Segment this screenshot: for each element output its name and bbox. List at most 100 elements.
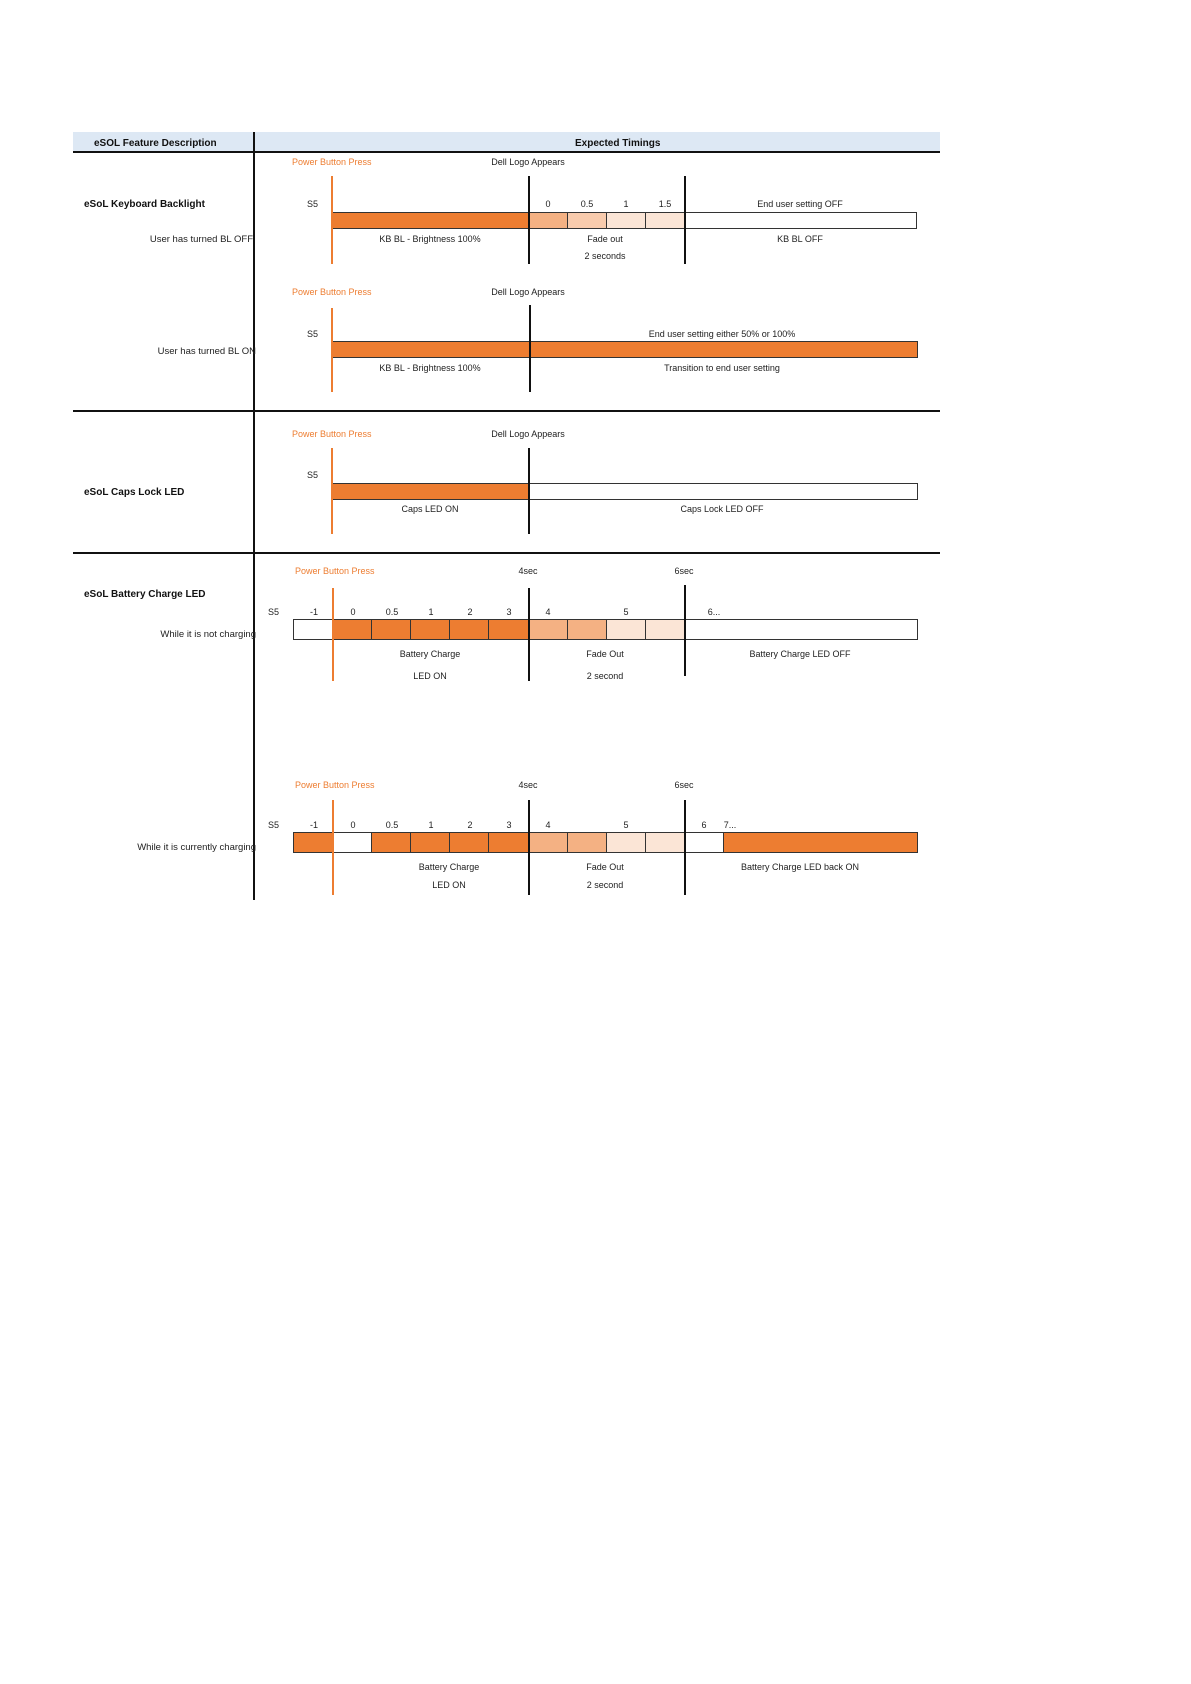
tick-label: 5 bbox=[623, 607, 629, 617]
dell-logo-label: Dell Logo Appears bbox=[491, 429, 565, 439]
start-state-label: S5 bbox=[307, 329, 319, 339]
feature-title: eSoL Keyboard Backlight bbox=[84, 199, 205, 210]
phase-label: LED ON bbox=[432, 880, 466, 890]
tick-label: 0.5 bbox=[385, 607, 399, 617]
timeline-bar-on bbox=[332, 212, 529, 229]
phase-label: KB BL - Brightness 100% bbox=[379, 234, 481, 244]
start-state-label: S5 bbox=[307, 199, 319, 209]
timeline-cell bbox=[449, 832, 489, 853]
tick-label: 3 bbox=[506, 820, 512, 830]
timeline-cell bbox=[332, 619, 372, 640]
phase-label: Battery Charge bbox=[399, 649, 461, 659]
section-divider bbox=[73, 410, 940, 412]
power-button-press-label: Power Button Press bbox=[292, 157, 372, 167]
logo-marker bbox=[529, 305, 531, 392]
timeline-cell bbox=[567, 832, 607, 853]
tick-label: 1.5 bbox=[658, 199, 672, 209]
tick-label: 6... bbox=[707, 607, 721, 617]
phase-label: Caps LED ON bbox=[401, 504, 459, 514]
phase-label: 2 second bbox=[586, 880, 624, 890]
power-press-marker bbox=[331, 308, 333, 392]
section-divider bbox=[73, 552, 940, 554]
case-label: While it is not charging bbox=[160, 629, 256, 640]
timeline-cell bbox=[528, 619, 568, 640]
timeline-cell bbox=[606, 619, 646, 640]
column-header-feature: eSOL Feature Description bbox=[94, 138, 217, 149]
timeline-cell bbox=[293, 832, 333, 853]
timeline-bar-fade bbox=[528, 212, 568, 229]
timeline-bar-off bbox=[528, 483, 918, 500]
tick-label: 4 bbox=[545, 607, 551, 617]
timeline-bar-fade bbox=[645, 212, 685, 229]
timeline-cell bbox=[488, 832, 529, 853]
tick-label: 0.5 bbox=[580, 199, 594, 209]
table-header bbox=[73, 132, 940, 152]
logo-marker bbox=[528, 176, 530, 264]
case-label: User has turned BL ON bbox=[157, 346, 256, 357]
feature-title: eSoL Caps Lock LED bbox=[84, 487, 185, 498]
timeline-cell bbox=[645, 832, 685, 853]
tick-label: 0.5 bbox=[385, 820, 399, 830]
time-marker-label: 4sec bbox=[518, 780, 538, 790]
timeline-cell bbox=[723, 832, 918, 853]
phase-label: 2 second bbox=[586, 671, 624, 681]
phase-label: LED ON bbox=[413, 671, 447, 681]
timeline-cell bbox=[567, 619, 607, 640]
time-marker-line bbox=[684, 800, 686, 895]
power-button-press-label: Power Button Press bbox=[295, 566, 375, 576]
column-header-timings: Expected Timings bbox=[575, 138, 661, 149]
phase-label: Fade Out bbox=[586, 649, 624, 659]
time-marker-line bbox=[528, 588, 530, 681]
tick-label: 7... bbox=[723, 820, 737, 830]
power-press-marker bbox=[331, 448, 333, 534]
phase-label: 2 seconds bbox=[584, 251, 626, 261]
tick-label: 0 bbox=[350, 820, 356, 830]
tick-label: 4 bbox=[545, 820, 551, 830]
timeline-bar-fade bbox=[606, 212, 646, 229]
column-divider bbox=[253, 132, 255, 900]
timeline-cell bbox=[332, 832, 372, 853]
timeline-cell bbox=[645, 619, 685, 640]
phase-label: Caps Lock LED OFF bbox=[680, 504, 764, 514]
fade-end-marker bbox=[684, 176, 686, 264]
time-marker-line bbox=[528, 800, 530, 895]
timeline-cell bbox=[293, 619, 333, 640]
dell-logo-label: Dell Logo Appears bbox=[491, 157, 565, 167]
start-state-label: S5 bbox=[307, 470, 319, 480]
phase-label: Battery Charge LED back ON bbox=[740, 862, 860, 872]
time-marker-label: 4sec bbox=[518, 566, 538, 576]
phase-label: KB BL - Brightness 100% bbox=[379, 363, 481, 373]
timeline-cell bbox=[684, 832, 724, 853]
end-setting-label: End user setting either 50% or 100% bbox=[648, 329, 796, 339]
timeline-cell bbox=[410, 619, 450, 640]
tick-label: 6 bbox=[701, 820, 707, 830]
header-divider bbox=[73, 151, 940, 153]
power-button-press-label: Power Button Press bbox=[295, 780, 375, 790]
tick-label: 3 bbox=[506, 607, 512, 617]
timeline-cell bbox=[410, 832, 450, 853]
timeline-bar-off bbox=[684, 212, 917, 229]
tick-label: 0 bbox=[350, 607, 356, 617]
timeline-cell bbox=[528, 832, 568, 853]
logo-marker bbox=[528, 448, 530, 534]
phase-label: Transition to end user setting bbox=[664, 363, 780, 373]
timeline-cell bbox=[488, 619, 529, 640]
tick-label: 5 bbox=[623, 820, 629, 830]
start-state-label: S5 bbox=[268, 607, 280, 617]
power-press-marker bbox=[332, 588, 334, 681]
power-button-press-label: Power Button Press bbox=[292, 287, 372, 297]
phase-label: Fade out bbox=[587, 234, 623, 244]
dell-logo-label: Dell Logo Appears bbox=[491, 287, 565, 297]
tick-label: 1 bbox=[428, 607, 434, 617]
timeline-cell bbox=[606, 832, 646, 853]
phase-label: KB BL OFF bbox=[777, 234, 823, 244]
timeline-cell bbox=[684, 619, 918, 640]
power-press-marker bbox=[331, 176, 333, 264]
end-setting-label: End user setting OFF bbox=[757, 199, 843, 209]
timeline-bar-on bbox=[332, 341, 918, 358]
timeline-bar-fade bbox=[567, 212, 607, 229]
tick-label: 2 bbox=[467, 820, 473, 830]
tick-label: 0 bbox=[545, 199, 551, 209]
time-marker-label: 6sec bbox=[674, 780, 694, 790]
timeline-bar-on bbox=[332, 483, 529, 500]
